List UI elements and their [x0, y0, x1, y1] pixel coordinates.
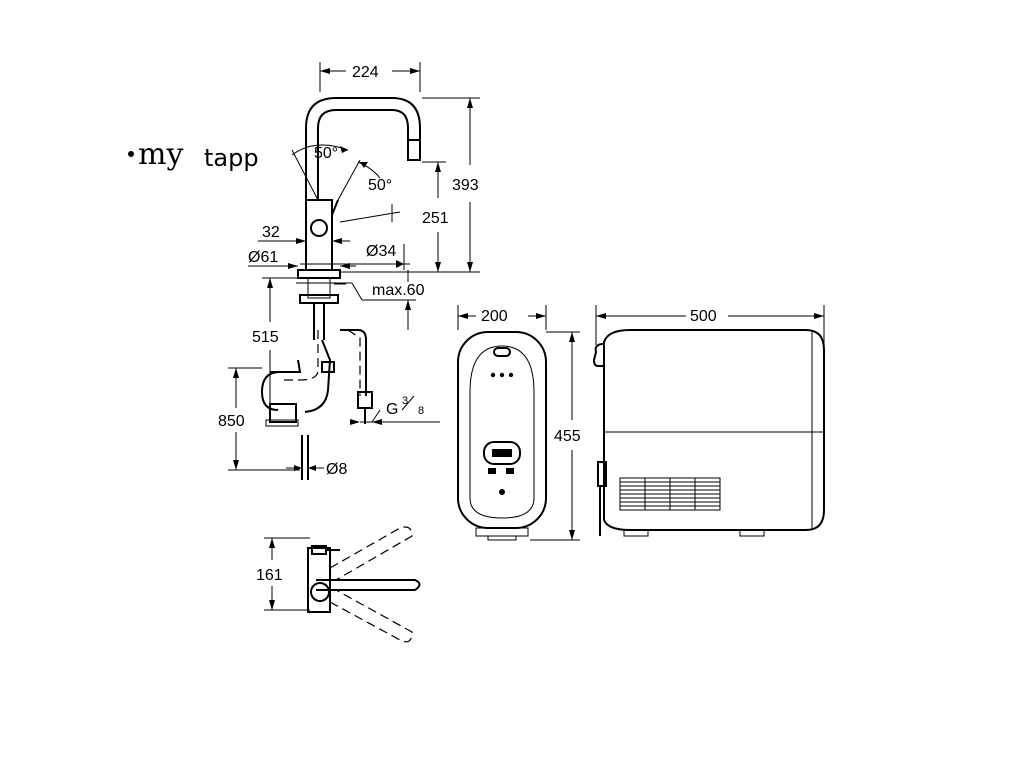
dim-200-label: 200 — [481, 308, 508, 325]
dim-32-label: 32 — [262, 224, 280, 241]
dimension-d34: Ø34 — [300, 243, 410, 285]
dim-d61-label: Ø61 — [248, 249, 278, 266]
chiller-side-view — [592, 329, 825, 537]
thread-den-label: 8 — [418, 405, 424, 417]
angle-marks: 50° 50° — [291, 144, 401, 223]
dimension-200: 200 — [457, 305, 547, 330]
dimension-d61: Ø61 — [248, 249, 356, 269]
logo-text-tapp: tapp — [204, 144, 259, 172]
faucet-side-view — [260, 97, 421, 480]
dim-d34-label: Ø34 — [366, 243, 396, 260]
dim-515-label: 515 — [252, 329, 279, 346]
dimension-850: 850 — [218, 367, 300, 471]
angle-right-label: 50° — [368, 177, 392, 194]
thread-g38: G 3 8 — [350, 395, 440, 425]
dim-224-label: 224 — [352, 64, 379, 81]
dimension-455: 455 — [530, 331, 581, 541]
dimension-d8: Ø8 — [286, 461, 347, 478]
dimension-500: 500 — [595, 305, 825, 345]
mytapp-logo: my tapp — [128, 137, 259, 172]
filter-unit-front — [457, 331, 547, 541]
dim-251-label: 251 — [422, 210, 449, 227]
dim-455-label: 455 — [554, 428, 581, 445]
dimension-251: 251 — [422, 161, 449, 272]
thread-g-label: G — [386, 401, 398, 418]
dimension-515: 515 — [252, 277, 300, 410]
dim-850-label: 850 — [218, 413, 245, 430]
angle-left-label: 50° — [314, 145, 338, 162]
dim-d8-label: Ø8 — [326, 461, 347, 478]
dimension-32: 32 — [258, 224, 350, 244]
dim-500-label: 500 — [690, 308, 717, 325]
dim-393-label: 393 — [452, 177, 479, 194]
dimension-224: 224 — [319, 62, 421, 92]
logo-text-my: my — [138, 137, 183, 172]
dim-161-label: 161 — [256, 567, 283, 584]
logo-dot-icon — [128, 151, 134, 157]
thread-num-label: 3 — [402, 395, 408, 407]
dim-max60-label: max.60 — [372, 282, 425, 299]
dimension-max60: max.60 — [296, 270, 425, 330]
faucet-top-view — [307, 526, 421, 643]
dimension-393: 393 — [340, 97, 480, 273]
dimension-161: 161 — [256, 537, 310, 611]
